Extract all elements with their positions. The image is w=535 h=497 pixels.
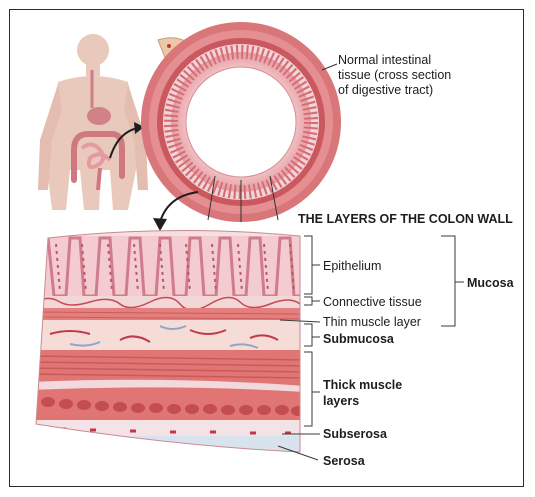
subserosa-layer xyxy=(30,420,305,436)
label-epithelium: Epithelium xyxy=(323,259,381,273)
colon-wall-section xyxy=(30,220,310,460)
diagram-title: THE LAYERS OF THE COLON WALL xyxy=(298,212,513,226)
label-thin-muscle-layer: Thin muscle layer xyxy=(323,315,421,329)
human-silhouette xyxy=(38,34,148,210)
label-mucosa: Mucosa xyxy=(467,276,515,290)
arrow-down-head-icon xyxy=(153,218,167,231)
callout-normal-tissue: Normal intestinal tissue (cross section … xyxy=(338,53,455,97)
label-connective-tissue: Connective tissue xyxy=(323,295,422,309)
cross-section xyxy=(141,22,341,222)
label-subserosa: Subserosa xyxy=(323,427,388,441)
label-serosa: Serosa xyxy=(323,454,366,468)
label-submucosa: Submucosa xyxy=(323,332,395,346)
label-thick-muscle-layers: Thick muscle layers xyxy=(323,378,406,408)
